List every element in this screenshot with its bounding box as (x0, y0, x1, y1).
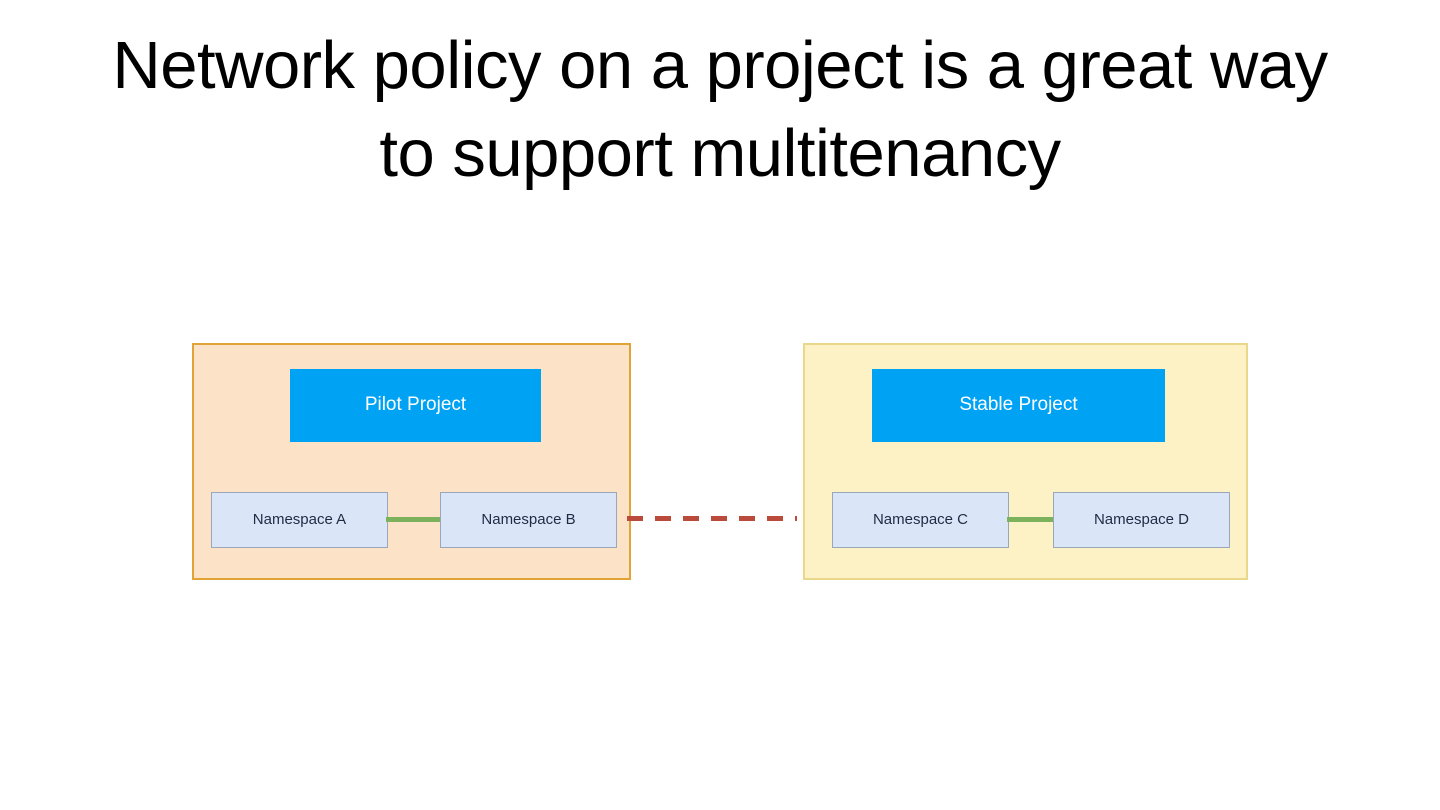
project-header-stable[interactable]: Stable Project (872, 369, 1165, 442)
connector-allowed-c-to-d (1007, 517, 1055, 522)
page-title: Network policy on a project is a great w… (112, 28, 1328, 191)
namespace-box-d[interactable]: Namespace D (1053, 492, 1230, 548)
connector-allowed-a-to-b (386, 517, 442, 522)
namespace-box-c[interactable]: Namespace C (832, 492, 1009, 548)
project-header-pilot[interactable]: Pilot Project (290, 369, 541, 442)
namespace-box-a[interactable]: Namespace A (211, 492, 388, 548)
connector-blocked-b-to-c (627, 516, 797, 521)
namespace-box-b[interactable]: Namespace B (440, 492, 617, 548)
